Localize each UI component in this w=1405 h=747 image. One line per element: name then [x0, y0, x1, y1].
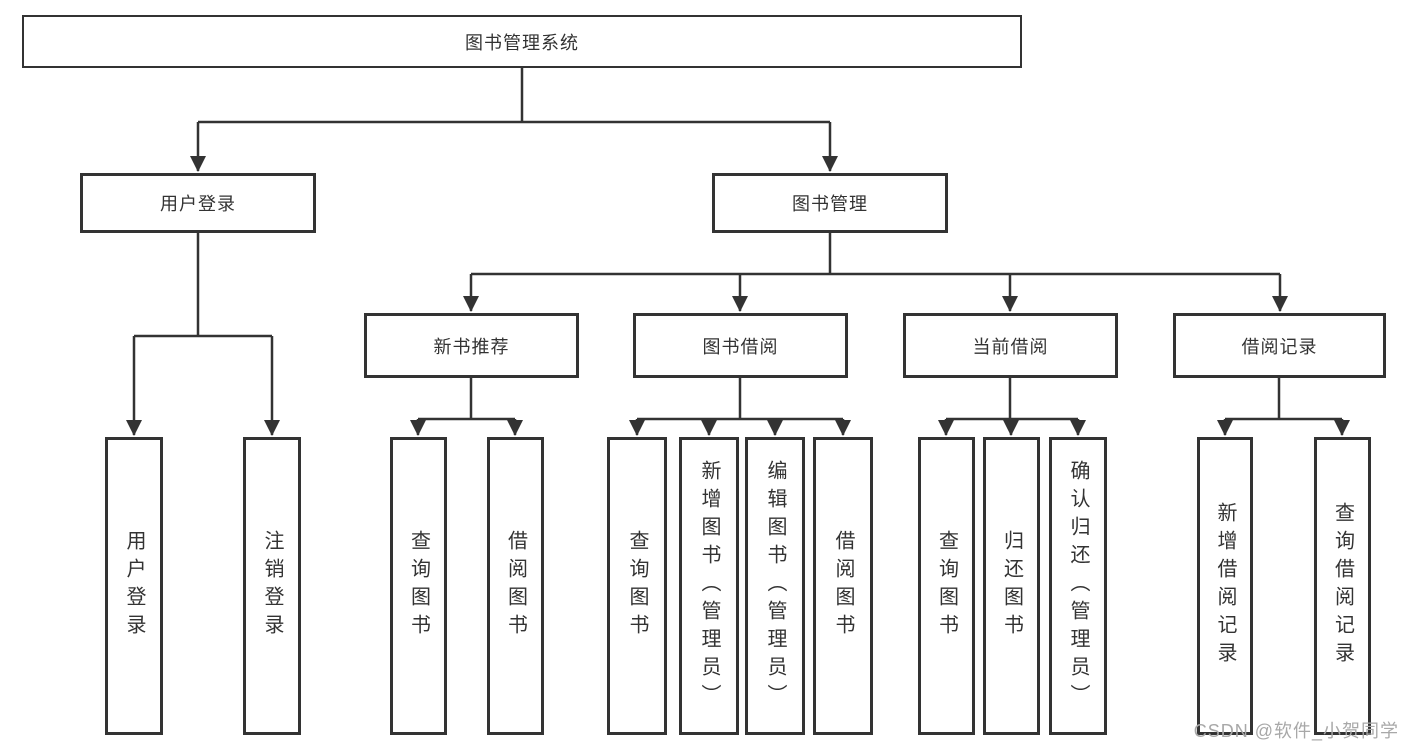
leaf-add-borrow-record: 新增借阅记录 [1197, 437, 1253, 735]
leaf-query-borrow-record: 查询借阅记录 [1314, 437, 1371, 735]
leaf-edit-book-admin: 编辑图书（管理员） [745, 437, 805, 735]
leaf-query-books-3: 查询图书 [918, 437, 975, 735]
csdn-watermark: CSDN @软件_小贺同学 [1193, 721, 1399, 741]
node-new-book-recommend: 新书推荐 [364, 313, 579, 378]
leaf-borrow-books-1: 借阅图书 [487, 437, 544, 735]
node-book-borrow: 图书借阅 [633, 313, 848, 378]
node-user-login-branch: 用户登录 [80, 173, 316, 233]
node-borrow-records: 借阅记录 [1173, 313, 1386, 378]
leaf-borrow-books-2: 借阅图书 [813, 437, 873, 735]
node-book-management-branch: 图书管理 [712, 173, 948, 233]
leaf-user-login: 用户登录 [105, 437, 163, 735]
leaf-logout: 注销登录 [243, 437, 301, 735]
leaf-return-book: 归还图书 [983, 437, 1040, 735]
node-current-borrow: 当前借阅 [903, 313, 1118, 378]
leaf-confirm-return-admin: 确认归还（管理员） [1049, 437, 1107, 735]
leaf-query-books-1: 查询图书 [390, 437, 447, 735]
leaf-add-book-admin: 新增图书（管理员） [679, 437, 739, 735]
node-library-management-system: 图书管理系统 [22, 15, 1022, 68]
leaf-query-books-2: 查询图书 [607, 437, 667, 735]
